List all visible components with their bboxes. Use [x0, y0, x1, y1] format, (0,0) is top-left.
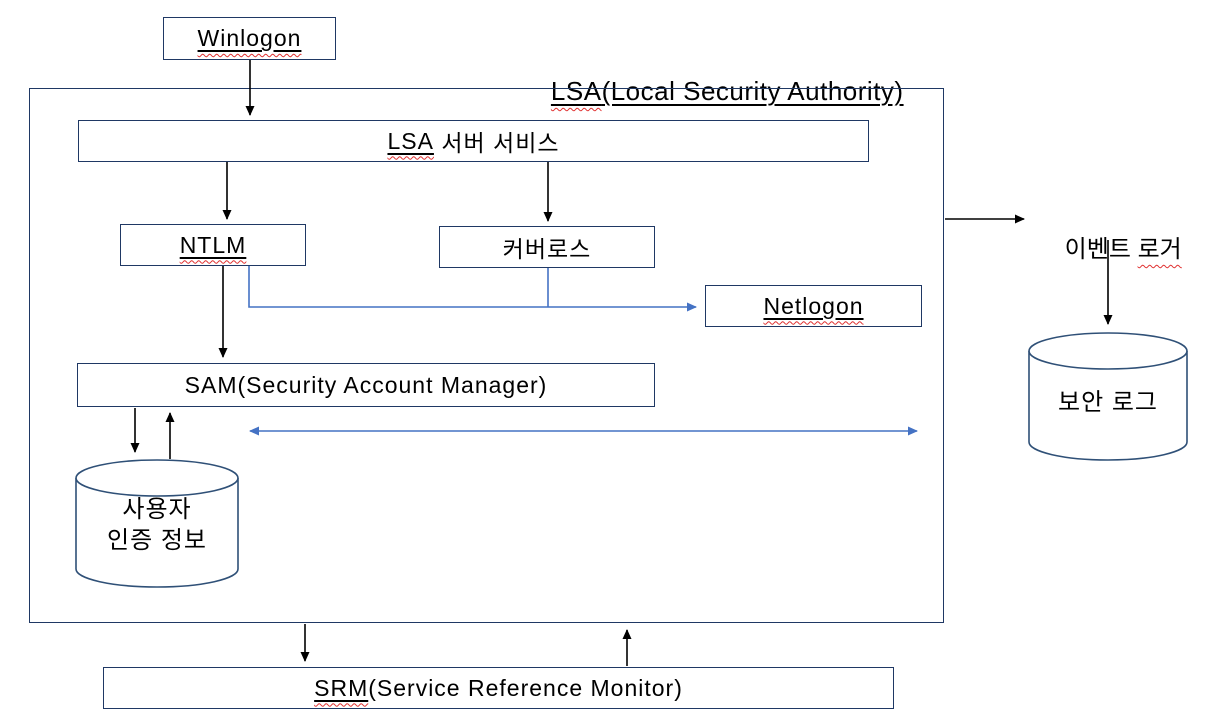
ntlm-box: NTLM	[120, 224, 306, 266]
srm-box: SRM(Service Reference Monitor)	[103, 667, 894, 709]
event-logger-label: 이벤트 로거	[1064, 236, 1182, 263]
winlogon-label: Winlogon	[197, 25, 302, 51]
lsa-server-service-box: LSA 서버 서비스	[78, 120, 869, 162]
kerberos-box: 커버로스	[439, 226, 655, 268]
user-auth-db-label: 사용자 인증 정보	[107, 495, 207, 554]
netlogon-box: Netlogon	[705, 285, 922, 327]
sam-box: SAM(Security Account Manager)	[77, 363, 655, 407]
winlogon-box: Winlogon	[163, 17, 336, 60]
event-logger-misspelled: 로거	[1137, 236, 1182, 263]
security-log-label: 보안 로그	[1058, 388, 1158, 416]
title-rest: (Local Security Authority)	[601, 76, 904, 106]
kerberos-label: 커버로스	[502, 236, 592, 262]
lsa-service-rest: 서버 서비스	[433, 130, 560, 156]
title-lsa: LSA	[550, 76, 602, 106]
netlogon-label: Netlogon	[763, 292, 864, 319]
srm-prefix: SRM	[314, 674, 369, 701]
srm-rest: (Service Reference Monitor)	[368, 674, 683, 701]
sam-label: SAM(Security Account Manager)	[184, 371, 548, 398]
lsa-container-box	[29, 88, 944, 623]
diagram-title: LSA(Local Security Authority)	[520, 45, 904, 138]
lsa-service-prefix: LSA	[387, 127, 434, 154]
ntlm-label: NTLM	[179, 231, 247, 258]
